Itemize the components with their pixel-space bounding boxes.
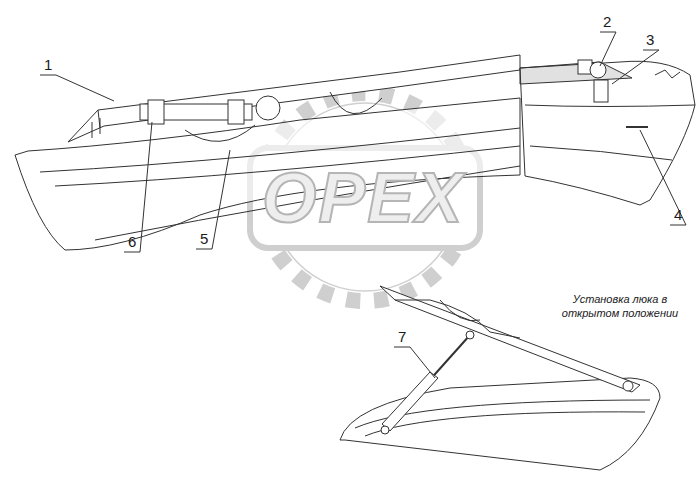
callout-number: 1 [44, 56, 52, 73]
callout-number: 5 [200, 230, 208, 247]
callout-number: 3 [646, 31, 654, 48]
callout-number: 2 [603, 13, 611, 30]
callout-number: 4 [674, 206, 682, 223]
callout-number: 6 [128, 233, 136, 250]
watermark: OPEX [262, 160, 465, 236]
view-note: Установка люка в открытом положении [556, 292, 684, 320]
callout-number: 7 [398, 328, 406, 345]
